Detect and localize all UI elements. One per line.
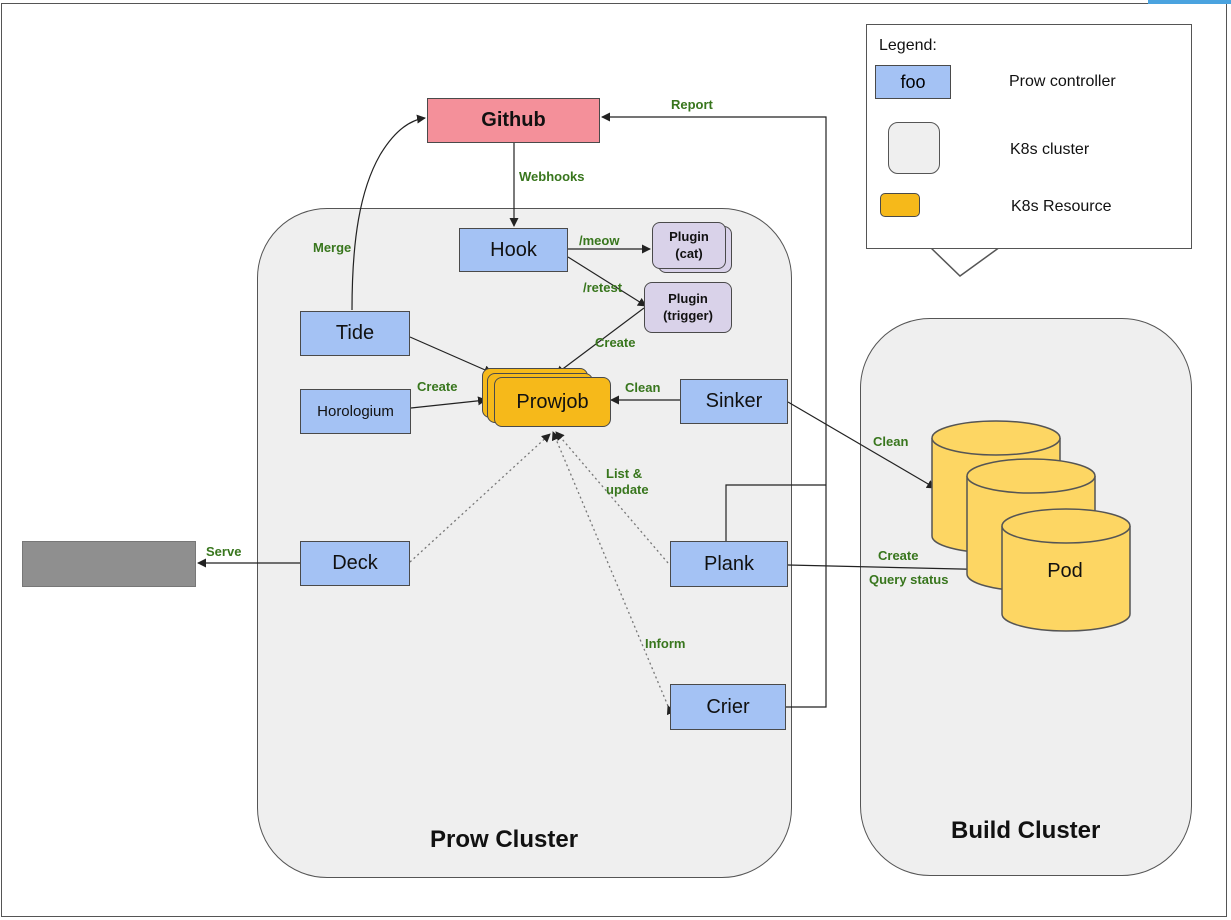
edge-tide-prowjob: [409, 336, 493, 374]
edge-plank-report: [725, 484, 826, 541]
sinker-node[interactable]: Sinker: [680, 379, 788, 424]
github-node[interactable]: Github: [427, 98, 600, 143]
label-meow: /meow: [579, 233, 620, 248]
edge-sinker-pod: [787, 401, 936, 489]
plank-node[interactable]: Plank: [670, 541, 788, 587]
legend-controller-label: Prow controller: [1009, 73, 1116, 90]
pod-cylinder-3: [1001, 508, 1131, 632]
label-webhooks: Webhooks: [519, 169, 585, 184]
edge-horologium-create: [410, 396, 487, 409]
label-clean-pod: Clean: [873, 434, 909, 449]
label-retest: /retest: [583, 280, 623, 295]
label-list-update: List & update: [606, 466, 649, 498]
label-create-trigger: Create: [595, 335, 636, 350]
prow-cluster-title: Prow Cluster: [430, 826, 579, 853]
prowjob-node[interactable]: Prowjob: [494, 377, 611, 427]
tide-node[interactable]: Tide: [300, 311, 410, 356]
legend-resource-label: K8s Resource: [1011, 198, 1112, 215]
label-serve: Serve: [206, 544, 242, 559]
legend-controller-swatch: foo: [875, 65, 951, 99]
crier-node[interactable]: Crier: [670, 684, 786, 730]
hook-node[interactable]: Hook: [459, 228, 568, 272]
edge-retest: [567, 256, 647, 307]
edge-merge: [351, 114, 426, 311]
legend-cluster-label: K8s cluster: [1010, 141, 1090, 158]
plugin-trigger-node[interactable]: Plugin (trigger): [644, 282, 732, 333]
deck-node[interactable]: Deck: [300, 541, 410, 586]
edge-trigger-create: [555, 307, 645, 375]
label-inform: Inform: [645, 636, 686, 651]
plugin-cat-node[interactable]: Plugin (cat): [652, 222, 726, 269]
legend-tail: [928, 245, 1003, 277]
legend-resource-swatch: [880, 193, 920, 217]
label-create-pod: Create: [878, 548, 919, 563]
label-create-horologium: Create: [417, 379, 458, 394]
edge-deck-prowjob: [409, 433, 551, 563]
label-merge: Merge: [313, 240, 352, 255]
edge-report: [601, 112, 827, 708]
build-cluster-title: Build Cluster: [951, 817, 1101, 844]
legend-title: Legend:: [879, 37, 937, 54]
label-query-status: Query status: [869, 572, 949, 587]
serve-target-box: [22, 541, 196, 587]
label-report: Report: [671, 97, 713, 112]
corner-accent: [1148, 0, 1231, 4]
pod-label: Pod: [1047, 560, 1083, 582]
legend-cluster-swatch: [888, 122, 940, 174]
horologium-node[interactable]: Horologium: [300, 389, 411, 434]
label-clean-sinker: Clean: [625, 380, 661, 395]
